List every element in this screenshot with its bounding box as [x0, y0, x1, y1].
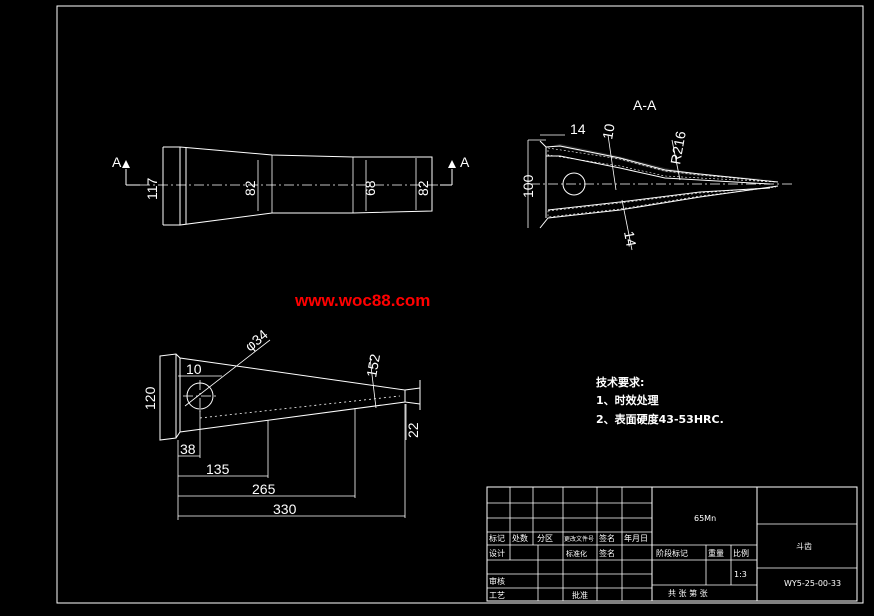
hdr-change-doc: 更改文件号 [564, 535, 594, 543]
top-view: A A 117 82 68 82 [112, 146, 470, 226]
watermark: www.woc88.com [294, 291, 430, 310]
top-view-outline [179, 146, 433, 226]
dim-top-82: 82 [242, 180, 258, 196]
dim-front-120: 120 [142, 386, 158, 410]
hdr-zone: 分区 [537, 534, 553, 543]
dim-front-10: 10 [186, 361, 202, 377]
hdr-count: 处数 [512, 533, 528, 543]
sheets-text: 共 张 第 张 [668, 588, 708, 598]
hdr-date: 年月日 [624, 533, 648, 543]
weight-label: 重量 [708, 548, 724, 558]
dim-front-330: 330 [273, 501, 297, 517]
sign-label: 签名 [599, 548, 615, 558]
dim-sec-14-lower: 14 [621, 230, 639, 248]
material: 65Mn [694, 514, 716, 523]
dim-front-22: 22 [405, 422, 421, 438]
technical-requirements: 技术要求: 1、时效处理 2、表面硬度43-53HRC. [596, 375, 724, 426]
tech-note-2: 2、表面硬度43-53HRC. [596, 412, 724, 426]
section-view: A-A 14 10 R216 100 14 [520, 97, 795, 251]
drawing-frame [56, 5, 864, 604]
dim-top-68: 68 [362, 180, 378, 196]
dim-sec-10: 10 [599, 122, 617, 140]
review-label: 审核 [489, 576, 505, 586]
section-title: A-A [633, 97, 657, 113]
process-label: 工艺 [489, 591, 505, 600]
dim-top-117: 117 [144, 177, 160, 200]
hdr-mark: 标记 [489, 533, 505, 543]
front-view: φ34 10 120 38 135 265 330 152 22 [142, 326, 421, 520]
drawing-number: WY5-25-00-33 [784, 579, 841, 588]
dim-front-135: 135 [206, 461, 230, 477]
part-name: 斗齿 [796, 542, 812, 551]
dim-top-82-right: 82 [415, 180, 431, 196]
tech-notes-title: 技术要求: [596, 375, 644, 389]
tech-note-1: 1、时效处理 [596, 393, 659, 407]
cut-mark-right: A [460, 154, 470, 170]
design-label: 设计 [489, 548, 505, 558]
dim-sec-14: 14 [570, 121, 586, 137]
approve-label: 批准 [572, 590, 588, 600]
standard-label: 标准化 [566, 549, 587, 558]
dim-front-phi34: φ34 [242, 326, 271, 354]
dim-sec-100: 100 [520, 174, 536, 198]
dim-front-152: 152 [363, 353, 383, 379]
dim-front-38: 38 [180, 441, 196, 457]
dim-front-265: 265 [252, 481, 276, 497]
hdr-sign: 签名 [599, 533, 615, 543]
scale-value: 1:3 [734, 570, 747, 579]
title-block: 65Mn 斗齿 WY5-25-00-33 比例 1:3 重量 阶段标记 标记 处… [486, 486, 858, 602]
stage-label: 阶段标记 [656, 548, 688, 558]
cut-mark-left: A [112, 154, 122, 170]
scale-label: 比例 [733, 548, 749, 558]
dim-sec-r216: R216 [667, 130, 689, 166]
